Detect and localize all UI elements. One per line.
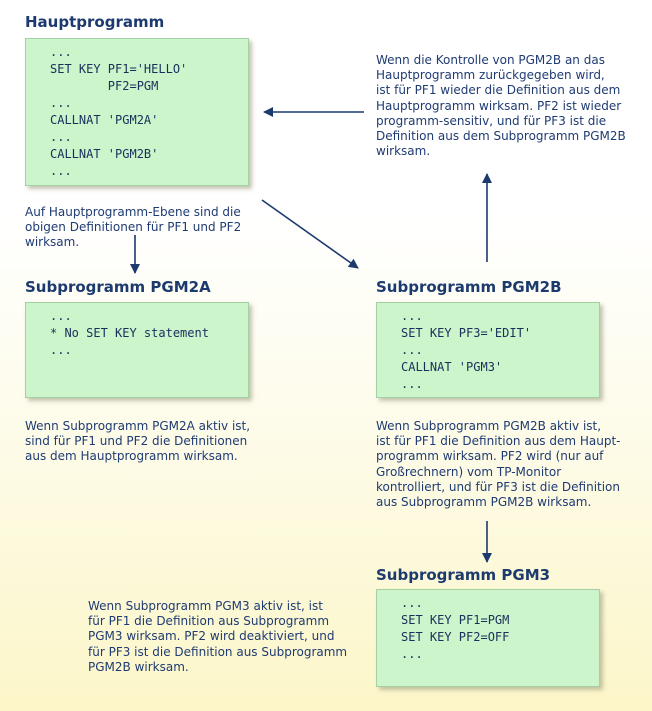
note-line: für PF1 die Definition aus Subprogramm	[88, 614, 330, 629]
code-box-pgm2a: ... * No SET KEY statement ...	[25, 302, 249, 398]
note-line: Hauptprogramm wirksam. PF2 ist wieder	[376, 98, 622, 113]
code-line: ...	[401, 647, 423, 661]
code-box-pgm3: ... SET KEY PF1=PGM SET KEY PF2=OFF ...	[376, 589, 600, 687]
note-line: wirksam.	[376, 144, 431, 159]
note-line: aus Subprogramm PGM2B wirksam.	[376, 495, 592, 510]
note-line: PGM2B wirksam.	[88, 659, 189, 674]
note-line: für PF3 ist die Definition aus Subprogra…	[88, 644, 348, 659]
note-return-to-main: Wenn die Kontrolle von PGM2B an das Haup…	[376, 53, 626, 159]
code-line: CALLNAT 'PGM3'	[401, 360, 503, 374]
code-line: ...	[50, 45, 72, 59]
note-pgm2b: Wenn Subprogramm PGM2B aktiv ist, ist fü…	[376, 419, 621, 510]
code-line: SET KEY PF3='EDIT'	[401, 326, 532, 340]
code-line: ...	[50, 130, 72, 144]
code-line: CALLNAT 'PGM2B'	[50, 147, 159, 161]
code-line: ...	[401, 309, 423, 323]
note-hauptprogramm: Auf Hauptprogramm-Ebene sind die obigen …	[25, 205, 241, 251]
note-line: programm wirksam. PF2 wird (nur auf	[376, 449, 604, 464]
note-line: Auf Hauptprogramm-Ebene sind die	[25, 205, 241, 219]
code-box-hauptprogramm: ... SET KEY PF1='HELLO' PF2=PGM ... CALL…	[25, 38, 249, 186]
code-line: ...	[50, 164, 72, 178]
code-line: ...	[401, 343, 423, 357]
code-line: ...	[50, 343, 72, 357]
code-line: * No SET KEY statement	[50, 326, 209, 340]
title-pgm2b: Subprogramm PGM2B	[376, 278, 562, 296]
note-line: Wenn Subprogramm PGM2A aktiv ist,	[25, 419, 251, 433]
note-line: Hauptprogramm zurückgegeben wird,	[376, 68, 605, 83]
note-pgm2a: Wenn Subprogramm PGM2A aktiv ist, sind f…	[25, 419, 250, 465]
note-line: Wenn Subprogramm PGM3 aktiv ist, ist	[88, 599, 323, 613]
code-line: SET KEY PF1='HELLO'	[50, 62, 188, 76]
note-line: obigen Definitionen für PF1 und PF2	[25, 220, 242, 235]
note-line: sind für PF1 und PF2 die Definitionen	[25, 434, 248, 449]
note-line: ist für PF1 wieder die Definition aus de…	[376, 83, 621, 98]
arrow-main-to-pgm2b	[261, 199, 359, 269]
note-line: Definition aus dem Subprogramm PGM2B	[376, 129, 626, 144]
title-hauptprogramm: Hauptprogramm	[25, 13, 165, 31]
note-pgm3: Wenn Subprogramm PGM3 aktiv ist, ist für…	[88, 599, 347, 675]
note-line: Wenn die Kontrolle von PGM2B an das	[376, 53, 605, 67]
code-line: CALLNAT 'PGM2A'	[50, 113, 159, 127]
note-line: ist für PF1 die Definition aus dem Haupt…	[376, 434, 621, 449]
code-line: ...	[401, 596, 423, 610]
note-line: Wenn Subprogramm PGM2B aktiv ist,	[376, 419, 602, 433]
note-line: PGM3 wirksam. PF2 wird deaktiviert, und	[88, 629, 335, 644]
note-line: kontrolliert, und für PF3 ist die Defini…	[376, 479, 621, 494]
code-box-pgm2b: ... SET KEY PF3='EDIT' ... CALLNAT 'PGM3…	[376, 302, 600, 398]
note-line: wirksam.	[25, 235, 80, 250]
note-line: Großrechnern) vom TP-Monitor	[376, 464, 562, 479]
code-line: SET KEY PF1=PGM	[401, 613, 510, 627]
title-pgm2a: Subprogramm PGM2A	[25, 278, 211, 296]
note-line: programm-sensitiv, und für PF3 ist die	[376, 113, 607, 128]
title-pgm3: Subprogramm PGM3	[376, 566, 551, 584]
code-line: ...	[50, 96, 72, 110]
code-line: SET KEY PF2=OFF	[401, 630, 510, 644]
note-line: aus dem Hauptprogramm wirksam.	[25, 449, 238, 464]
code-line: PF2=PGM	[50, 79, 159, 93]
code-line: ...	[401, 377, 423, 391]
code-line: ...	[50, 309, 72, 323]
